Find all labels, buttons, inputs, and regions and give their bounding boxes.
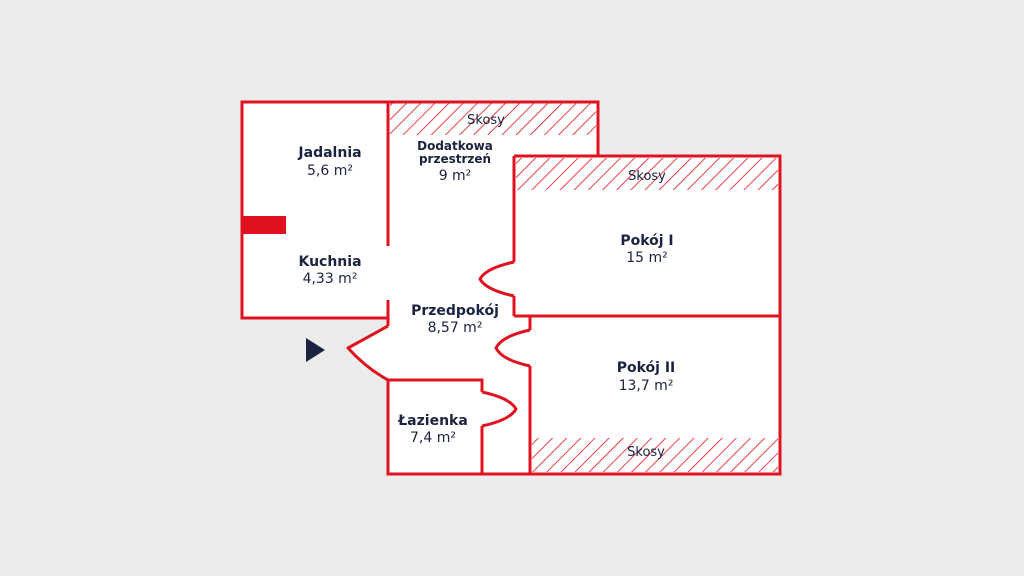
room-name-pokoj1: Pokój I xyxy=(620,233,673,249)
room-name-lazienka: Łazienka xyxy=(397,413,468,429)
room-name-przedpokoj: Przedpokój xyxy=(411,303,499,319)
slope-label-pokoj2: Skosy xyxy=(627,445,665,460)
room-name-kuchnia: Kuchnia xyxy=(298,254,361,270)
room-name-pokoj2: Pokój II xyxy=(617,360,676,376)
room-area-kuchnia: 4,33 m² xyxy=(303,271,358,287)
room-area-jadalnia: 5,6 m² xyxy=(307,163,353,179)
slope-hatch-pokoj1 xyxy=(516,158,778,190)
slope-hatch-pokoj2 xyxy=(532,438,778,472)
room-area-pokoj2: 13,7 m² xyxy=(619,378,674,394)
walls xyxy=(240,100,782,476)
door-swings xyxy=(346,260,531,428)
room-name-dodatkowa-line1: Dodatkowa xyxy=(417,139,493,153)
room-area-pokoj1: 15 m² xyxy=(626,250,668,266)
room-area-dodatkowa: 9 m² xyxy=(439,168,472,184)
room-area-przedpokoj: 8,57 m² xyxy=(428,320,483,336)
slope-label-pokoj1: Skosy xyxy=(628,169,666,184)
room-area-lazienka: 7,4 m² xyxy=(410,430,456,446)
slope-label-dodatkowa: Skosy xyxy=(467,113,505,128)
room-name-jadalnia: Jadalnia xyxy=(297,145,361,161)
slope-hatch-dodatkowa xyxy=(390,103,596,135)
kitchen-counter xyxy=(242,216,286,234)
entrance-arrow-icon xyxy=(306,338,325,362)
room-name-dodatkowa-line2: przestrzeń xyxy=(419,152,491,166)
